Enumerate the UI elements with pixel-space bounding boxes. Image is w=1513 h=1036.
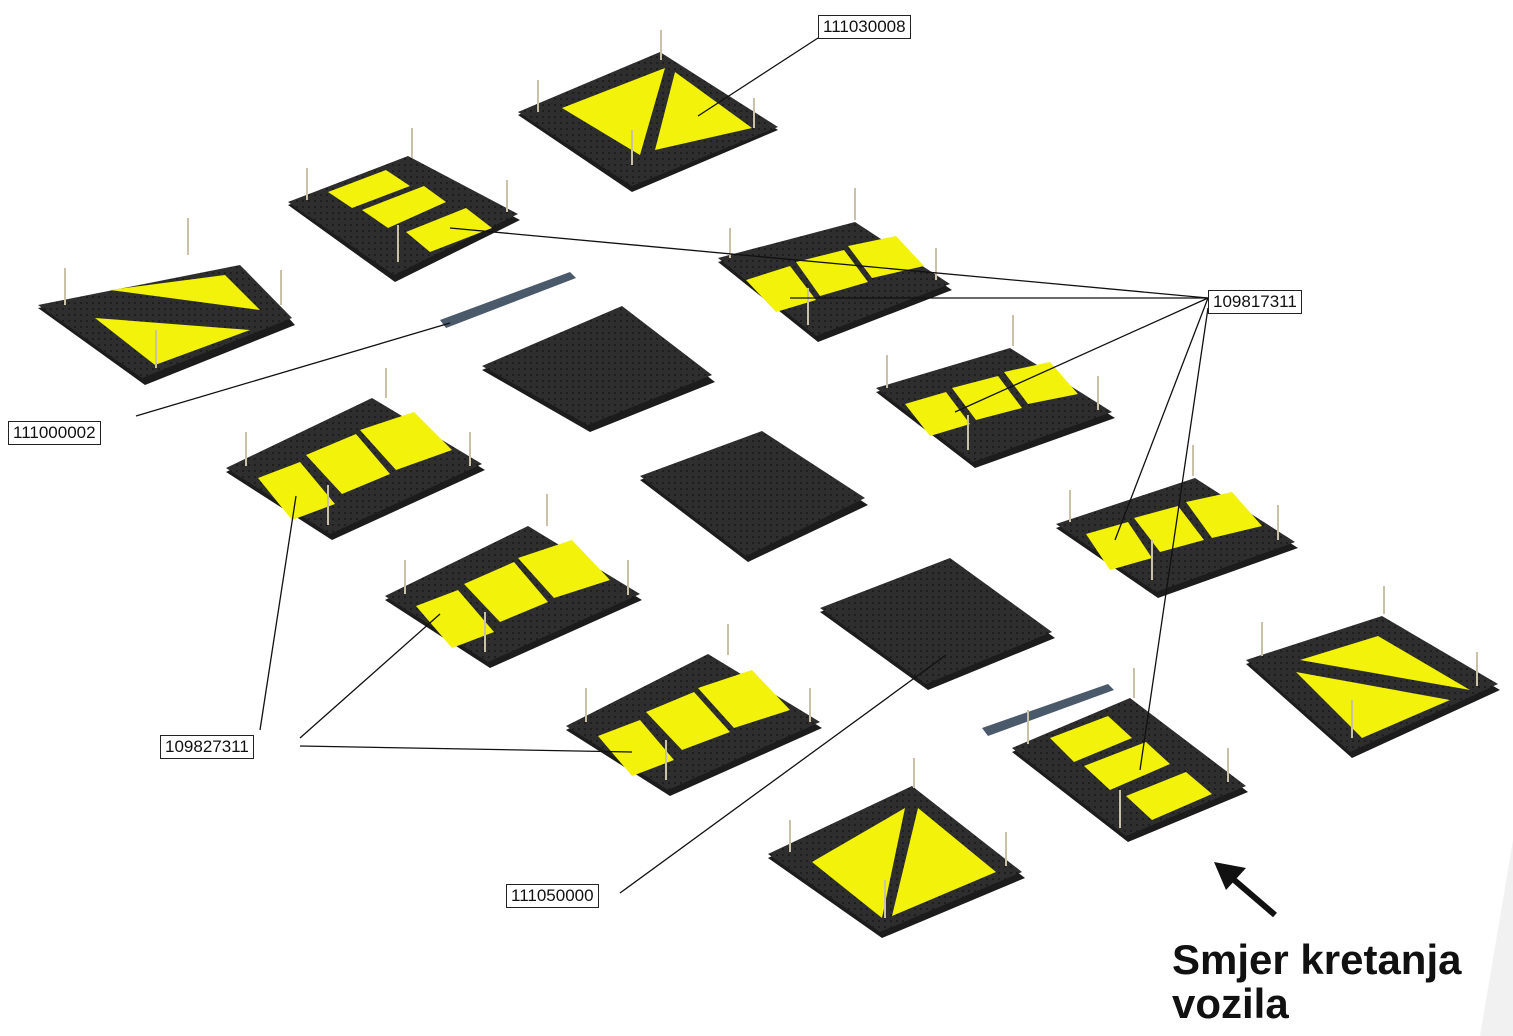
corner-triangle-piece-right — [1246, 586, 1500, 758]
label-111050000: 111050000 — [506, 884, 599, 908]
background-sweep — [1480, 840, 1513, 1036]
label-109817311: 109817311 — [1208, 290, 1302, 314]
center-plain-piece-1 — [482, 306, 715, 432]
strip-piece-right-2 — [876, 315, 1115, 468]
corner-triangle-piece-top — [518, 30, 778, 192]
corner-triangle-piece-left — [38, 218, 295, 385]
strip-piece-left-2 — [385, 494, 642, 668]
strip-piece-right-3 — [1056, 445, 1298, 598]
label-109827311: 109827311 — [160, 735, 254, 759]
corner-triangle-piece-bottom — [768, 758, 1025, 938]
strip-piece-right-1 — [718, 188, 952, 342]
label-111000002: 111000002 — [8, 421, 101, 445]
strip-piece-left-3 — [566, 624, 822, 796]
connector-bar-bottom — [982, 684, 1114, 736]
center-plain-piece-3 — [820, 558, 1055, 690]
direction-arrow — [1214, 862, 1277, 918]
center-plain-piece-2 — [640, 431, 868, 562]
strip-piece-bottom-right — [1012, 668, 1248, 842]
direction-caption: Smjer kretanja vozila — [1172, 936, 1462, 1027]
connector-bar-top — [440, 272, 576, 328]
leader-lines — [135, 37, 1209, 894]
label-111030008: 111030008 — [818, 15, 911, 39]
strip-piece-left-1 — [226, 368, 485, 540]
strip-piece-topleft — [288, 128, 520, 282]
